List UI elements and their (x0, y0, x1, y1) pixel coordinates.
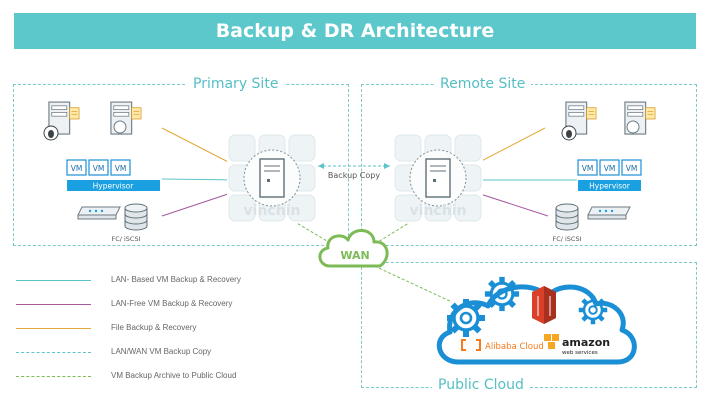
primary-file-server-1 (43, 101, 80, 141)
wan-label: WAN (340, 249, 369, 262)
remote-file-server-2 (624, 101, 656, 135)
legend-label: LAN-Free VM Backup & Recovery (111, 299, 233, 308)
remote-site-title: Remote Site (434, 76, 532, 92)
primary-site-title: Primary Site (187, 76, 285, 92)
os-badge-icon (626, 120, 640, 134)
legend-label: VM Backup Archive to Public Cloud (111, 371, 237, 380)
os-badge-icon (113, 120, 127, 134)
legend-label: LAN/WAN VM Backup Copy (111, 347, 212, 356)
remote-storage-label: FC/ iSCSI (552, 235, 581, 243)
legend-label: File Backup & Recovery (111, 323, 197, 332)
remote-switch-icon (587, 206, 631, 220)
remote-vm-label-1: VM (582, 164, 594, 173)
primary-switch-icon (77, 206, 121, 220)
primary-vm-label-1: VM (71, 164, 83, 173)
backup-copy-label: Backup Copy (328, 171, 380, 180)
wan-to-cloud-line (369, 263, 453, 303)
remote-hypervisor-label: Hypervisor (589, 182, 631, 191)
primary-hypervisor-label: Hypervisor (93, 182, 135, 191)
remote-vm-cluster: VM VM VM Hypervisor (577, 159, 642, 191)
wan-cloud-icon (318, 229, 389, 268)
backup-copy-arrow-right-icon (384, 163, 390, 169)
primary-vm-label-2: VM (93, 164, 105, 173)
alibaba-cloud-label: Alibaba Cloud (485, 342, 544, 352)
remote-vm-label-3: VM (626, 164, 638, 173)
alibaba-cloud-logo-icon (461, 339, 481, 351)
aws-logo-icon (532, 286, 556, 324)
primary-storage-icon (124, 203, 148, 231)
amazon-label: amazon (562, 336, 610, 349)
legend-swatch (16, 352, 91, 353)
legend-swatch (16, 280, 91, 281)
primary-vm-label-3: VM (115, 164, 127, 173)
primary-storage-label: FC/ iSCSI (111, 235, 140, 243)
primary-site-zone (13, 84, 349, 246)
remote-storage-icon (555, 203, 579, 231)
remote-to-wan-line (377, 215, 421, 243)
amazon-sub-label: web services (562, 350, 598, 356)
amazon-boxes-icon (544, 334, 559, 349)
primary-appliance-brand: vinchin (244, 203, 301, 219)
primary-to-wan-line (284, 215, 333, 245)
page-title: Backup & DR Architecture (14, 13, 696, 49)
legend-label: LAN- Based VM Backup & Recovery (111, 275, 241, 284)
remote-appliance-brand: vinchin (410, 203, 467, 219)
public-cloud-title: Public Cloud (432, 377, 530, 393)
backup-copy-arrow-left-icon (318, 163, 324, 169)
legend-swatch (16, 328, 91, 329)
primary-file-server-2 (110, 101, 142, 135)
remote-file-server-1 (561, 101, 597, 141)
legend-swatch (16, 376, 91, 377)
primary-vm-cluster: VM VM VM Hypervisor (66, 159, 160, 191)
legend-swatch (16, 304, 91, 305)
remote-vm-label-2: VM (604, 164, 616, 173)
